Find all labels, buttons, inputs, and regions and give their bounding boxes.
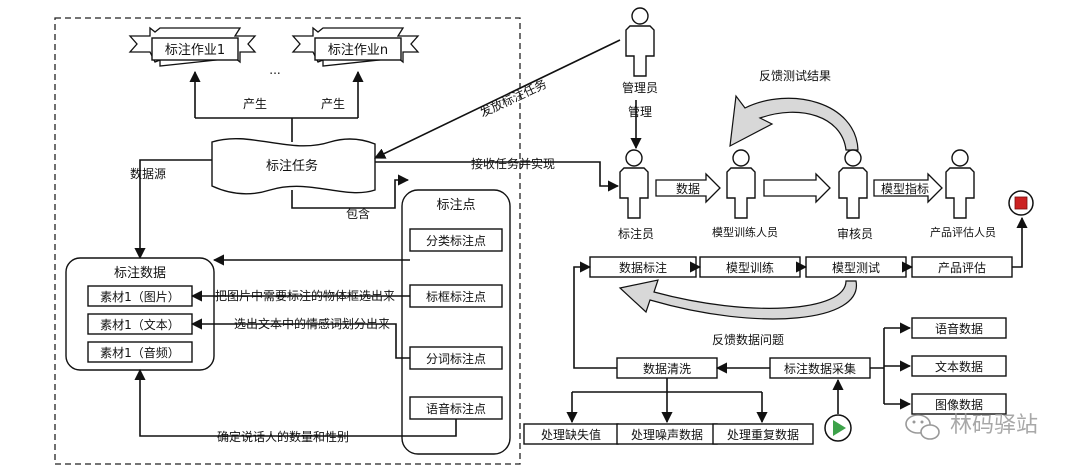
reviewer-person-icon xyxy=(838,149,868,219)
point-item-bbox: 标框标注点 xyxy=(409,284,503,308)
task-to-docs-line xyxy=(195,117,358,142)
metrics-block-arrow: 模型指标 xyxy=(873,172,943,204)
collect-box: 标注数据采集 xyxy=(769,357,871,379)
diagram-text: 处理噪声数据 xyxy=(631,427,703,442)
sources-trunk xyxy=(870,328,885,404)
diagram-text: 素材1（图片） xyxy=(100,290,180,304)
clean-output-missing: 处理缺失值 xyxy=(523,423,619,445)
data-block-arrow: 数据 xyxy=(655,172,721,204)
diagram-text: 分词标注点 xyxy=(426,351,486,366)
diagram-text: 标框标注点 xyxy=(426,289,486,304)
task-shape: 标注任务 xyxy=(211,138,376,195)
diagram-text: 处理重复数据 xyxy=(727,427,799,442)
clean-output-duplicate: 处理重复数据 xyxy=(712,423,814,445)
diagram-text: 图像数据 xyxy=(935,397,983,412)
data-group-title: 标注数据 xyxy=(114,266,166,281)
role-evaluator: 产品评估人员 xyxy=(930,225,996,239)
note-audio-label: 确定说话人的数量和性别 xyxy=(217,429,349,444)
pipeline-train: 模型训练 xyxy=(699,256,801,278)
stop-icon xyxy=(1008,190,1034,216)
role-reviewer: 审核员 xyxy=(837,226,873,241)
diagram-text: 语音标注点 xyxy=(426,401,486,416)
produce-label-2: 产生 xyxy=(321,97,345,111)
wechat-icon xyxy=(905,414,940,440)
point-item-speech: 语音标注点 xyxy=(409,396,503,420)
role-trainer: 模型训练人员 xyxy=(712,225,778,239)
trainer-person-icon xyxy=(726,149,756,219)
doc-1-label: 标注作业1 xyxy=(165,43,225,58)
contains-arrow xyxy=(291,174,410,209)
data-item-image: 素材1（图片） xyxy=(87,285,193,307)
doc-banner-1: 标注作业1 xyxy=(128,26,257,67)
speech-to-audio-arrow xyxy=(134,368,457,437)
feedback-data-label: 反馈数据问题 xyxy=(712,332,784,347)
diagram-text: 数据 xyxy=(676,181,700,196)
source-image: 图像数据 xyxy=(911,393,1007,415)
task-label: 标注任务 xyxy=(266,158,318,174)
diagram-text: 模型训练 xyxy=(726,260,774,275)
left-dashed-container xyxy=(54,17,521,465)
diagram-text: 模型指标 xyxy=(881,181,929,196)
diagram-text: 模型测试 xyxy=(832,260,880,275)
points-group-box xyxy=(401,189,511,455)
diagram-text: 标注数据采集 xyxy=(784,361,856,376)
pipeline-test: 模型测试 xyxy=(805,256,907,278)
diagram-text: 数据标注 xyxy=(619,260,667,275)
receive-arrow xyxy=(375,161,620,192)
diagram-text: 素材1（文本） xyxy=(100,317,180,332)
feedback-data-curved-arrow xyxy=(618,279,857,320)
manage-label: 管理 xyxy=(628,104,652,119)
admin-person-icon xyxy=(625,7,655,77)
produce-label-1: 产生 xyxy=(243,97,267,111)
receive-label: 接收任务并实现 xyxy=(471,156,555,171)
annotator-person-icon xyxy=(619,149,649,219)
diagram-text: 处理缺失值 xyxy=(541,427,601,442)
points-group-title: 标注点 xyxy=(436,198,475,213)
diagram-text: 文本数据 xyxy=(935,359,983,374)
evaluate-to-stop-arrow xyxy=(1012,216,1028,268)
pipeline-evaluate: 产品评估 xyxy=(911,256,1013,278)
diagram-text: 产品评估 xyxy=(938,261,986,275)
doc-ellipsis: ... xyxy=(269,63,280,77)
data-source-label: 数据源 xyxy=(130,166,166,181)
diagram-text: 素材1（音频） xyxy=(100,345,180,360)
feedback-test-label: 反馈测试结果 xyxy=(759,68,831,83)
dispatch-arrow xyxy=(373,39,621,159)
data-source-arrow xyxy=(134,159,212,260)
note-image-label: 把图片中需要标注的物体框选出来 xyxy=(215,288,395,303)
segment-to-text-arrow xyxy=(190,318,410,359)
doc-n-label: 标注作业n xyxy=(328,43,388,58)
data-item-text: 素材1（文本） xyxy=(87,313,193,335)
train-to-review-block-arrow xyxy=(763,172,831,204)
evaluator-person-icon xyxy=(945,149,975,219)
play-icon xyxy=(824,414,852,442)
note-text-label: 选出文本中的情感词划分出来 xyxy=(234,316,390,331)
clean-box: 数据清洗 xyxy=(616,357,718,379)
watermark-text: 林码驿站 xyxy=(950,413,1038,438)
role-annotator: 标注员 xyxy=(618,226,654,241)
clean-outputs-branch xyxy=(572,378,762,393)
admin-label: 管理员 xyxy=(622,80,658,95)
source-speech: 语音数据 xyxy=(911,317,1007,339)
clean-to-annotate-arrow xyxy=(573,261,617,369)
watermark: 林码驿站 xyxy=(905,413,1038,440)
point-item-classify: 分类标注点 xyxy=(409,228,503,252)
data-item-audio: 素材1（音频） xyxy=(87,341,193,363)
dispatch-label: 发放标注任务 xyxy=(477,76,549,120)
pipeline-annotate: 数据标注 xyxy=(589,256,697,278)
point-item-segment: 分词标注点 xyxy=(409,346,503,370)
diagram-text: 语音数据 xyxy=(935,321,983,336)
source-text: 文本数据 xyxy=(911,355,1007,377)
clean-output-noise: 处理噪声数据 xyxy=(616,423,718,445)
diagram-text: 数据清洗 xyxy=(643,361,691,376)
diagram-text: 分类标注点 xyxy=(426,233,486,248)
feedback-test-curved-arrow xyxy=(729,94,859,151)
doc-banner-n: 标注作业n xyxy=(291,26,420,67)
contains-label: 包含 xyxy=(346,206,370,221)
